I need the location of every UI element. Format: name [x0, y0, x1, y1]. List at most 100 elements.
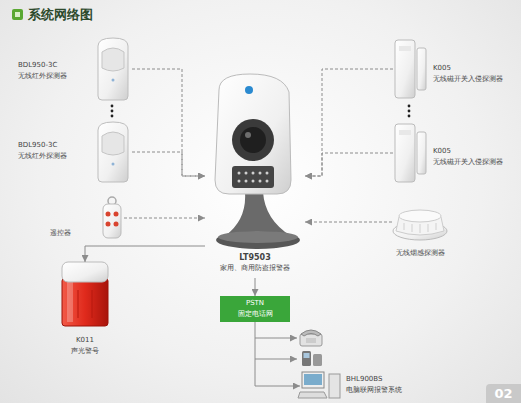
alarm-panel [245, 86, 253, 94]
remote-control [106, 222, 111, 227]
alarm-panel [252, 180, 255, 183]
magnetic-switch [417, 132, 426, 174]
computer [304, 374, 322, 385]
device-name: 电脑联网报警系统 [346, 385, 418, 396]
alarm-panel [266, 172, 269, 175]
alarm-panel [245, 132, 251, 138]
pir-detector [98, 38, 128, 100]
wireless-link [305, 69, 393, 176]
alarm-panel [259, 180, 262, 183]
pir-detector [102, 132, 124, 155]
computer [298, 372, 340, 398]
computer-system: BHL900BS电脑联网报警系统 [300, 372, 342, 400]
smoke-detector [412, 224, 413, 232]
pir-detector [98, 122, 128, 182]
remote-control [114, 212, 119, 217]
ellipsis-dots [408, 115, 411, 118]
magnetic-switch: K005无线磁开关入侵探测器 [393, 122, 427, 184]
wired-link [255, 278, 256, 296]
phone-wires [255, 338, 297, 359]
wireless-link [305, 153, 393, 176]
device-name: 无线烟感探测器 [380, 248, 460, 259]
model-number: BDL950-3C [18, 60, 92, 71]
phone-wires [255, 338, 297, 339]
page-badge [486, 384, 521, 403]
remote-control [106, 212, 111, 217]
pir-detector [98, 38, 128, 100]
mobile-phone [302, 351, 311, 366]
siren [78, 290, 79, 318]
page-number: 02 [486, 386, 521, 402]
magnetic-switch [395, 40, 426, 98]
alarm-panel [245, 172, 248, 175]
desk-phone [306, 338, 316, 343]
pir-detector [112, 79, 115, 82]
label-group: K011声光警号 [50, 335, 120, 357]
desk-phone [300, 330, 322, 346]
remote-control [114, 222, 119, 227]
pir-detector: BDL950-3C无线红外探测器 [94, 122, 132, 182]
alarm-panel [245, 180, 248, 183]
pir-detector [102, 48, 124, 71]
siren [92, 290, 93, 318]
model-number: PSTN [220, 298, 290, 309]
magnetic-switch [399, 46, 411, 51]
label-group: 遥控器 [50, 228, 96, 239]
model-number: BDL950-3C [18, 140, 92, 151]
siren [62, 262, 108, 282]
alarm-panel [232, 166, 274, 188]
remote-control: 遥控器 [100, 196, 124, 240]
label-group: K005无线磁开关入侵探测器 [433, 63, 517, 85]
smoke-detector [436, 223, 437, 230]
alarm-panel [215, 74, 291, 194]
label-group: PSTN固定电话网 [220, 298, 290, 320]
model-number: BHL900BS [346, 374, 418, 385]
magnetic-switch [395, 124, 426, 182]
wireless-link [132, 69, 205, 176]
device-name: 无线红外探测器 [18, 71, 92, 82]
device-name: 声光警号 [50, 346, 120, 357]
device-name: 遥控器 [50, 228, 96, 239]
alarm-panel [238, 172, 241, 175]
mobile-phone [302, 351, 322, 366]
siren [67, 282, 73, 322]
ellipsis-dots [111, 110, 114, 113]
title-bullet [15, 12, 20, 17]
mobile-phone [304, 353, 310, 358]
computer [329, 374, 340, 398]
alarm-panel [225, 192, 291, 236]
ellipsis-dots [111, 105, 114, 108]
alarm-panel [216, 231, 300, 249]
model-number: LT9503 [200, 252, 310, 263]
smoke-detector [420, 224, 421, 233]
magnetic-switch: K005无线磁开关入侵探测器 [393, 38, 427, 100]
ellipsis-dots [111, 115, 114, 118]
phone-wires [255, 359, 297, 360]
wired-link [85, 246, 205, 262]
smoke-detector [428, 224, 429, 232]
computer [302, 372, 324, 388]
wireless-link [132, 152, 205, 176]
device-name: 无线红外探测器 [18, 151, 92, 162]
alarm-panel [232, 119, 274, 161]
alarm-panel [218, 231, 298, 243]
alarm-panel: LT9503家用、商用防盗报警器 [205, 70, 305, 278]
pstn-box [220, 296, 290, 322]
diagram-title: 系统网络图 [28, 6, 148, 23]
wireless-link [124, 218, 205, 219]
label-group: BDL950-3C无线红外探测器 [18, 140, 92, 162]
magnetic-switch [417, 48, 426, 90]
pstn-box [220, 296, 290, 322]
model-number: K005 [433, 63, 517, 74]
page-badge [486, 384, 521, 403]
ellipsis-dots [408, 105, 411, 108]
siren: K011声光警号 [60, 262, 110, 328]
alarm-panel [266, 180, 269, 183]
model-number: K011 [50, 335, 120, 346]
pir-detector [98, 122, 128, 182]
smoke-detector [404, 223, 405, 230]
device-name: 无线磁开关入侵探测器 [433, 74, 517, 85]
wireless-link [305, 222, 392, 223]
model-number: K005 [433, 146, 517, 157]
pir-detector: BDL950-3C无线红外探测器 [94, 38, 132, 100]
